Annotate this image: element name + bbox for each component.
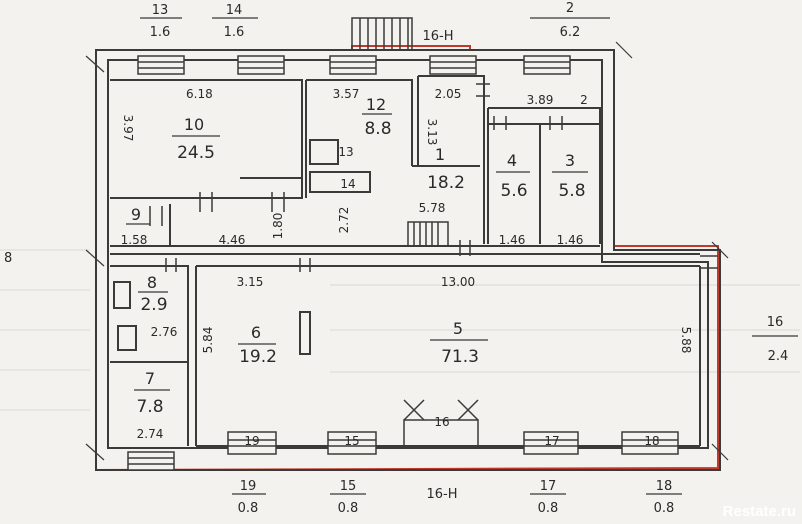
- room-6-width: 3.15: [237, 275, 264, 289]
- top-mark-14-number: 14: [226, 3, 243, 18]
- inner-mark-17: 17: [544, 434, 559, 448]
- room-9-width: 1.58: [121, 233, 148, 247]
- room-5-number: 5: [453, 319, 463, 338]
- corridor-height: 1.80: [271, 213, 285, 240]
- right-mark-16-value: 2.4: [768, 349, 789, 364]
- background-lines: [0, 249, 800, 411]
- room-9-number: 9: [131, 205, 141, 224]
- room-4-width: 1.46: [499, 233, 526, 247]
- left-partial-label: 8: [4, 251, 12, 266]
- room-7-number: 7: [145, 369, 155, 388]
- room-1-height: 3.13: [425, 119, 439, 146]
- bottom-mark-15-value: 0.8: [338, 501, 359, 516]
- room-12-area: 8.8: [364, 119, 391, 139]
- bottom-mark-17-number: 17: [540, 479, 557, 494]
- corridor-height-2: 2.72: [337, 207, 351, 234]
- room-5-area: 71.3: [441, 347, 479, 367]
- bottom-mark-16h: 16-Н: [426, 487, 457, 502]
- corridor-width: 4.46: [219, 233, 246, 247]
- room-4-area: 5.6: [500, 181, 527, 201]
- room-5-height: 5.88: [679, 327, 693, 354]
- bottom-mark-18-value: 0.8: [654, 501, 675, 516]
- room-10-width: 6.18: [186, 87, 213, 101]
- windows-bottom: [127, 431, 679, 471]
- watermark-text: Restate.ru: [723, 503, 796, 520]
- right-mark-16-number: 16: [767, 315, 784, 330]
- room-6-area: 19.2: [239, 347, 277, 367]
- room-1-width-2: 5.78: [419, 201, 446, 215]
- bottom-mark-19-value: 0.8: [238, 501, 259, 516]
- dim-2: 2: [580, 93, 588, 107]
- entrance-16: [403, 399, 479, 446]
- top-mark-13-number: 13: [152, 3, 169, 18]
- room-7-area: 7.8: [136, 397, 163, 417]
- small-room-width: 2.76: [151, 325, 178, 339]
- room-13-number: 13: [338, 145, 353, 159]
- top-mark-2-number: 2: [566, 1, 574, 16]
- room-8-number: 8: [147, 273, 157, 292]
- top-mark-14-value: 1.6: [224, 25, 245, 40]
- windows-top: [137, 55, 571, 75]
- interior-walls: [110, 75, 701, 447]
- inner-mark-16: 16: [434, 415, 449, 429]
- room-10-number: 10: [184, 115, 204, 134]
- room-6-number: 6: [251, 323, 261, 342]
- room-7-width: 2.74: [137, 427, 164, 441]
- dim-3-89: 3.89: [527, 93, 554, 107]
- bottom-mark-19-number: 19: [240, 479, 257, 494]
- room-1-number: 1: [435, 145, 445, 164]
- room-10-height: 3.97: [121, 115, 135, 142]
- top-mark-16h: 16-Н: [422, 29, 453, 44]
- room-1-width: 2.05: [435, 87, 462, 101]
- door-marks: [149, 83, 718, 272]
- bottom-mark-15-number: 15: [340, 479, 357, 494]
- stairs-top: [351, 17, 413, 51]
- room-3-number: 3: [565, 151, 575, 170]
- inner-mark-19: 19: [244, 434, 259, 448]
- room-3-width: 1.46: [557, 233, 584, 247]
- room-12-width: 3.57: [333, 87, 360, 101]
- bottom-mark-18-number: 18: [656, 479, 673, 494]
- inner-mark-18: 18: [644, 434, 659, 448]
- room-12-number: 12: [366, 95, 386, 114]
- room-6-height: 5.84: [201, 327, 215, 354]
- room-3-area: 5.8: [558, 181, 585, 201]
- top-mark-2-value: 6.2: [560, 25, 581, 40]
- room-14-number: 14: [340, 177, 355, 191]
- axis-ticks: [85, 41, 729, 461]
- red-outline: [95, 45, 719, 471]
- room-4-number: 4: [507, 151, 517, 170]
- top-mark-13-value: 1.6: [150, 25, 171, 40]
- inner-mark-15: 15: [344, 434, 359, 448]
- room-1-area: 18.2: [427, 173, 465, 193]
- stairs-inner: [407, 221, 449, 247]
- bottom-mark-17-value: 0.8: [538, 501, 559, 516]
- room-10-area: 24.5: [177, 143, 215, 163]
- room-8-area: 2.9: [140, 295, 167, 315]
- outer-walls: [95, 49, 721, 471]
- room-5-width: 13.00: [441, 275, 475, 289]
